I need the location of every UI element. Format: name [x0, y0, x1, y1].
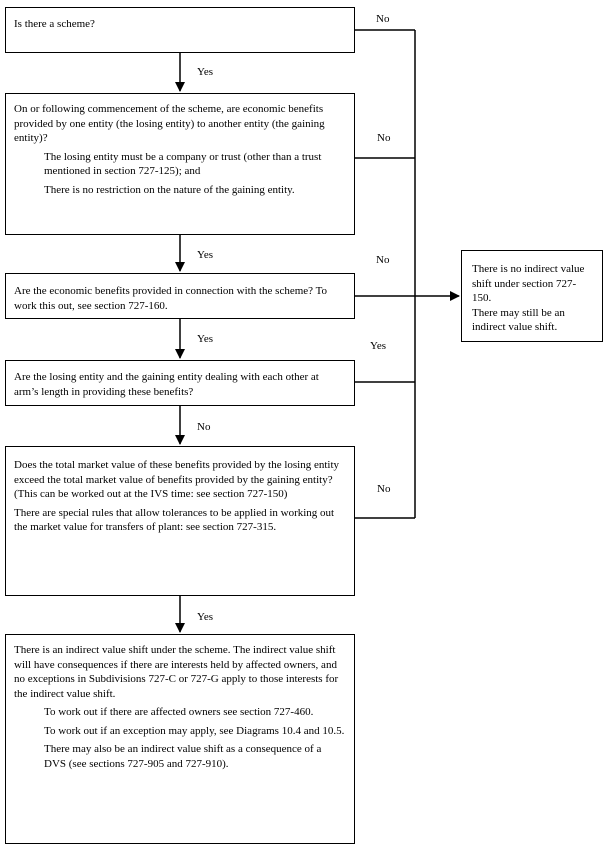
label-no-q5: No: [377, 483, 391, 495]
question-scheme-text: Is there a scheme?: [14, 18, 95, 30]
question-connection-text: Are the economic benefits provided in co…: [14, 285, 328, 312]
label-yes-q3: Yes: [197, 333, 214, 345]
question-arms-length-text: Are the losing entity and the gaining en…: [14, 371, 319, 398]
result-no-text: There is no indirect value shift under s…: [472, 263, 585, 304]
label-yes-q4: Yes: [370, 340, 387, 352]
result-no-indirect-value-shift: There is no indirect value shift under s…: [461, 250, 603, 342]
question-arms-length: Are the losing entity and the gaining en…: [5, 360, 355, 406]
question-market-value-text: Does the total market value of these ben…: [14, 459, 340, 500]
question-benefits-provided: On or following commencement of the sche…: [5, 93, 355, 235]
label-yes-q1: Yes: [197, 66, 214, 78]
market-value-note: There are special rules that allow toler…: [14, 506, 335, 534]
question-market-value: Does the total market value of these ben…: [5, 446, 355, 596]
result-exception: To work out if an exception may apply, s…: [44, 724, 345, 737]
label-no-q2: No: [377, 132, 391, 144]
result-affected-owners: To work out if there are affected owners…: [44, 706, 314, 718]
label-no-q3: No: [376, 254, 390, 266]
condition-gaining-entity: There is no restriction on the nature of…: [44, 183, 295, 196]
question-scheme: Is there a scheme?: [5, 7, 355, 53]
condition-losing-entity: The losing entity must be a company or t…: [44, 150, 322, 178]
question-benefits-text: On or following commencement of the sche…: [14, 103, 325, 144]
label-yes-q2: Yes: [197, 249, 214, 261]
label-yes-q5: Yes: [197, 611, 214, 623]
result-indirect-value-shift: There is an indirect value shift under t…: [5, 634, 355, 844]
result-dvs: There may also be an indirect value shif…: [44, 743, 322, 770]
result-no-note: There may still be an indirect value shi…: [472, 306, 565, 334]
question-in-connection: Are the economic benefits provided in co…: [5, 273, 355, 319]
label-no-q1: No: [376, 13, 390, 25]
label-no-q4: No: [197, 421, 211, 433]
result-yes-text: There is an indirect value shift under t…: [14, 644, 339, 700]
